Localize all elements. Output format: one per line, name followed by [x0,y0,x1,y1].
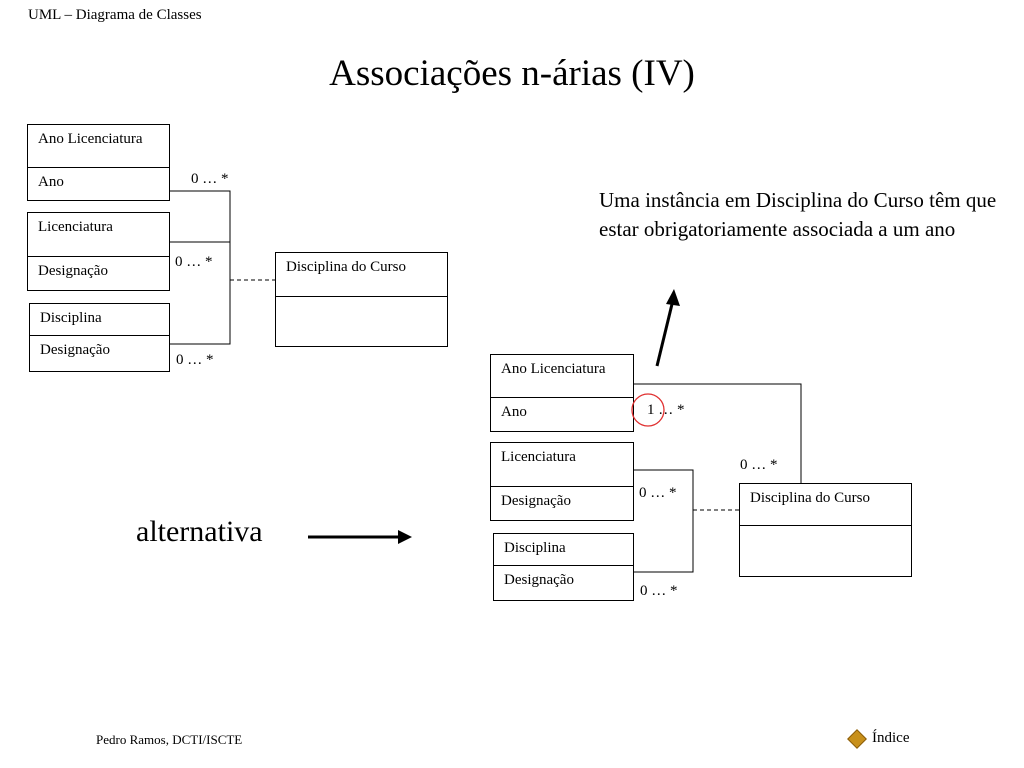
class-licenciatura-name: Licenciatura [490,442,634,487]
multiplicity-disciplina: 0 … * [176,352,214,368]
index-link-label: Índice [872,730,910,746]
class-ano-licenciatura-name: Ano Licenciatura [490,354,634,398]
class-licenciatura-attribute: Designação [490,486,634,521]
class-licenciatura-attribute: Designação [27,256,170,291]
class-licenciatura-name: Licenciatura [27,212,170,257]
class-ano-licenciatura-name: Ano Licenciatura [27,124,170,168]
class-disciplina-attribute: Designação [29,335,170,372]
alternative-arrow-head [398,530,412,544]
diamond-bullet-icon [847,728,867,749]
multiplicity-ano: 0 … * [191,171,229,187]
right-ano-line [634,383,802,483]
association-class-body [275,296,448,347]
alternative-label: alternativa [136,515,263,548]
footer-author: Pedro Ramos, DCTI/ISCTE [96,732,243,747]
multiplicity-licenciatura: 0 … * [175,254,213,270]
note-pointer-arrow [655,299,675,367]
association-class-name: Disciplina do Curso [739,483,912,526]
explanation-note: Uma instância em Disciplina do Curso têm… [599,188,997,241]
header-label: UML – Diagrama de Classes [28,7,202,23]
association-class-name: Disciplina do Curso [275,252,448,297]
right-association-line [634,469,694,573]
multiplicity-licenciatura: 0 … * [639,485,677,501]
class-disciplina-attribute: Designação [493,565,634,601]
note-pointer-arrow-head [666,289,680,306]
multiplicity-ano: 1 … * [647,402,685,418]
multiplicity-association: 0 … * [740,457,778,473]
left-association-line [170,190,231,345]
page-title: Associações n-árias (IV) [329,53,695,94]
multiplicity-disciplina: 0 … * [640,583,678,599]
class-ano-licenciatura-attribute: Ano [490,397,634,432]
association-class-body [739,525,912,577]
highlight-circle [631,393,665,427]
class-ano-licenciatura-attribute: Ano [27,167,170,201]
index-link[interactable]: Índice [847,728,910,749]
